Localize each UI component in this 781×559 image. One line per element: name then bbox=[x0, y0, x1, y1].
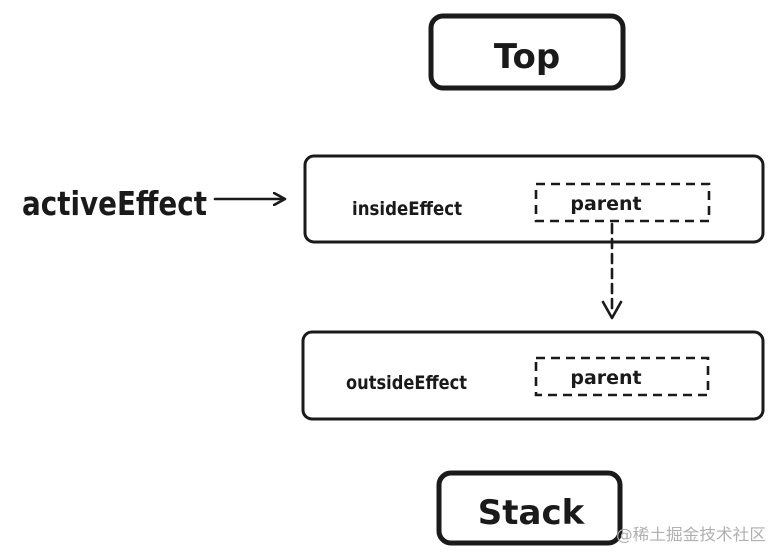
top-marker: Top bbox=[428, 13, 626, 91]
inside-effect-frame: insideEffect parent bbox=[303, 154, 765, 244]
active-effect-pointer: activeEffect bbox=[22, 184, 284, 223]
outside-effect-frame: outsideEffect parent bbox=[301, 330, 765, 421]
stack-box bbox=[436, 470, 623, 546]
parent-link-arrowhead bbox=[601, 300, 623, 320]
watermark: @稀土掘金技术社区 bbox=[616, 525, 766, 544]
outside-effect-box bbox=[301, 330, 765, 421]
inside-parent-label: parent bbox=[570, 193, 641, 215]
top-box bbox=[428, 13, 626, 91]
top-label: Top bbox=[494, 37, 560, 77]
outside-parent-label: parent bbox=[570, 367, 641, 389]
stack-marker: Stack bbox=[436, 470, 623, 546]
outside-effect-label: outsideEffect bbox=[346, 372, 467, 394]
parent-link-arrow bbox=[601, 222, 623, 320]
inside-effect-label: insideEffect bbox=[352, 198, 462, 220]
active-effect-label: activeEffect bbox=[22, 184, 207, 223]
stack-label: Stack bbox=[478, 493, 586, 533]
